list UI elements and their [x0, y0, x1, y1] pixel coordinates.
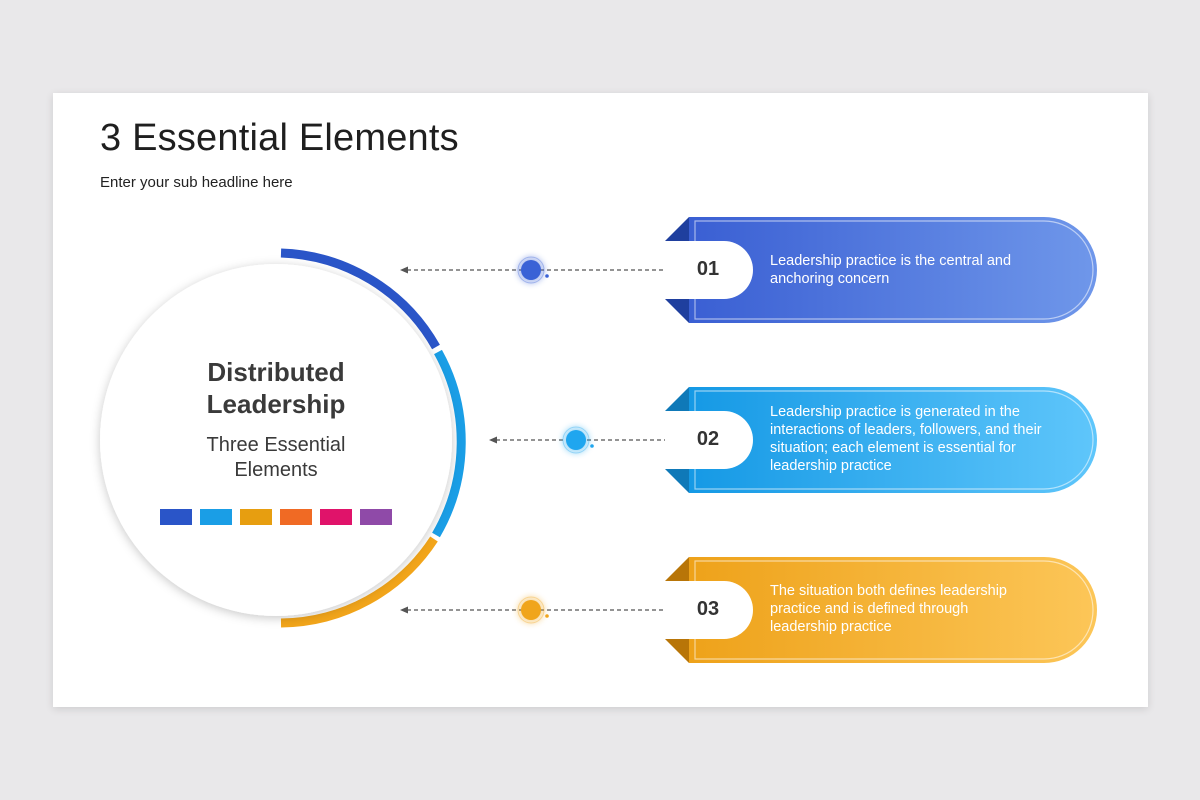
card-2 — [665, 387, 1097, 493]
swatch — [320, 509, 352, 525]
swatch — [240, 509, 272, 525]
ring-segment-1 — [280, 248, 440, 350]
connector-1 — [400, 256, 665, 284]
card-2-text: Leadership practice is generated in the … — [770, 404, 1042, 474]
card-3-number: 03 — [696, 598, 720, 620]
page-subtitle: Enter your sub headline here — [100, 174, 293, 191]
ring-segment-2 — [432, 349, 466, 538]
swatch — [200, 509, 232, 525]
card-1 — [665, 217, 1097, 323]
card-1-text: Leadership practice is the central and a… — [770, 253, 1012, 287]
swatch — [360, 509, 392, 525]
ring-segment-3 — [280, 536, 438, 628]
color-swatches — [160, 509, 392, 525]
card-1-number: 01 — [696, 258, 720, 280]
diagram — [100, 217, 1097, 663]
page-title: 3 Essential Elements — [100, 117, 459, 159]
connector-2 — [489, 426, 665, 454]
slide: 3 Essential Elements Enter your sub head… — [53, 93, 1148, 707]
center-subtitle: Three Essential Elements — [206, 434, 346, 481]
card-3-text: The situation both defines leadership pr… — [770, 583, 1007, 635]
card-2-number: 02 — [696, 428, 720, 450]
center-circle — [100, 264, 452, 616]
connector-3 — [400, 596, 665, 624]
card-3 — [665, 557, 1097, 663]
swatch — [280, 509, 312, 525]
center-title: Distributed Leadership — [206, 357, 346, 419]
swatch — [160, 509, 192, 525]
